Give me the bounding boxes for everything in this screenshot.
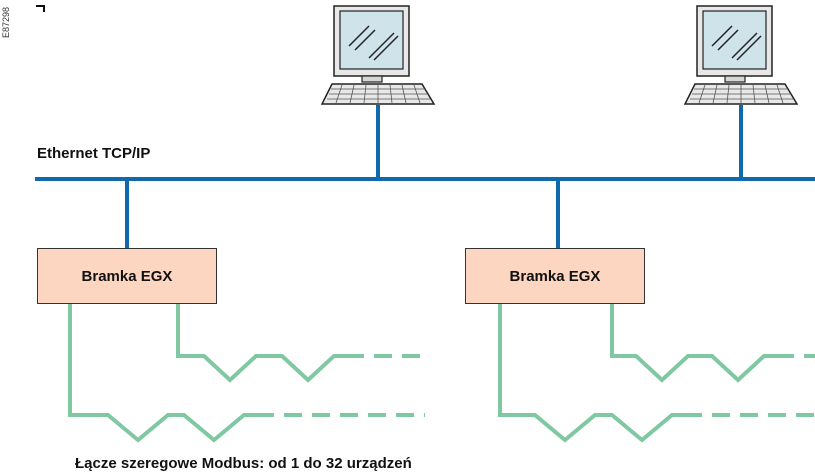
computer-icon [320,5,436,105]
computer-icon [683,5,799,105]
corner-mark [36,5,45,12]
modbus-line [498,304,684,443]
modbus-line-group-2 [498,304,815,443]
network-label: Ethernet TCP/IP [37,145,151,162]
modbus-line [68,304,256,443]
figure-code: E87298 [1,6,11,38]
serial-link-label: Łącze szeregowe Modbus: od 1 do 32 urząd… [75,455,412,472]
gateway-box: Bramka EGX [37,248,217,304]
gateway-box: Bramka EGX [465,248,645,304]
modbus-line [176,304,346,383]
modbus-line [610,304,776,383]
modbus-line-group-1 [68,304,425,443]
